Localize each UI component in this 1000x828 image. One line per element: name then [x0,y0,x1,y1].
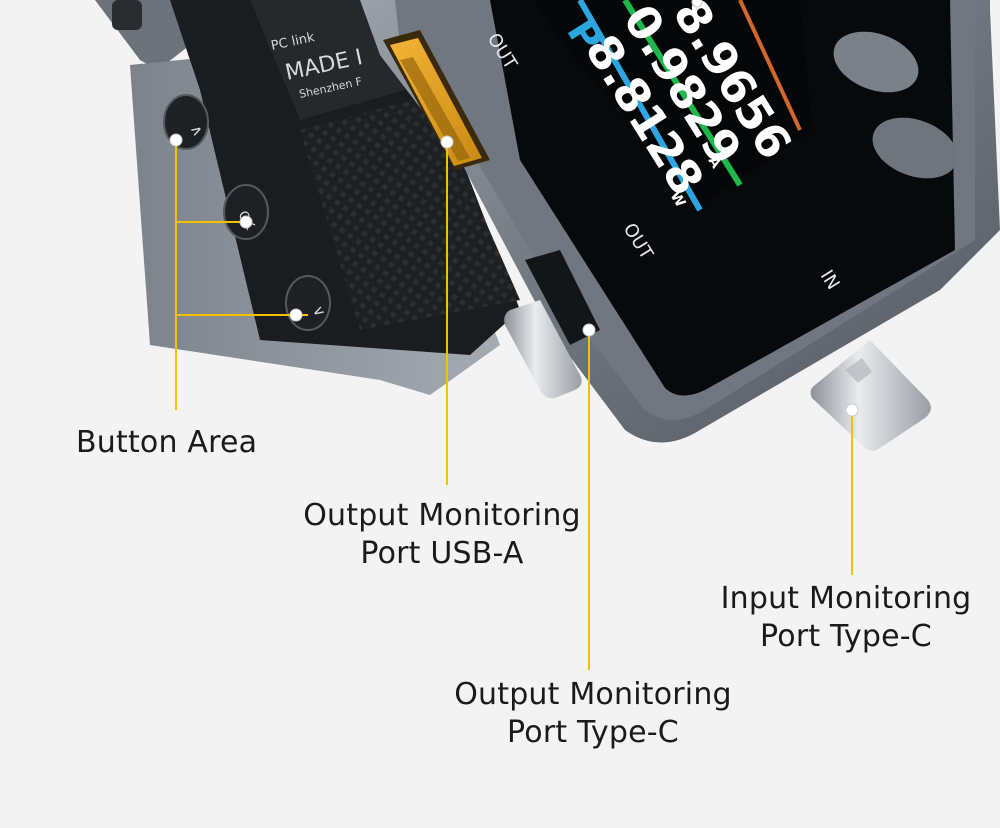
front-panel [490,0,955,396]
callout-line: Port USB-A [360,536,524,571]
callout-line: Port Type-C [507,715,679,750]
leader-dot [440,135,454,149]
voltage-bar [738,0,802,131]
callout-line: Button Area [76,425,258,460]
callout-line: Output Monitoring [454,677,732,712]
leader-dots [169,0,859,417]
power-bar [577,0,703,212]
typec-output-plug [504,300,582,399]
callout-typec-output: Output Monitoring Port Type-C [438,676,748,752]
callout-line: Input Monitoring [720,581,972,616]
lcd-screen: 8.9656 V 0.9829 A P 8.8128 W [535,0,812,212]
side-ridge [833,31,919,93]
leader-dot [289,308,303,322]
leader-dot [691,0,703,8]
leader-lines [175,140,853,670]
leader-dot [582,323,596,337]
power-unit: W [667,189,689,211]
ok-button[interactable] [223,184,269,240]
callout-line: Port Type-C [760,619,932,654]
callout-button-area: Button Area [76,424,257,462]
callout-usb-a: Output Monitoring Port USB-A [282,497,602,573]
knurled-grip [300,95,520,330]
leader-dot [169,133,183,147]
usb-a-port [383,30,490,170]
leader-dot [239,215,253,229]
callout-line: Output Monitoring [303,498,581,533]
typec-input-plug [810,340,931,451]
current-bar [622,0,743,187]
front-housing [360,0,1000,443]
typec-output-port [504,250,600,399]
leader-dot [845,403,859,417]
side-ridge [872,117,958,179]
strap-slot [112,0,142,30]
callout-typec-input: Input Monitoring Port Type-C [705,580,987,656]
